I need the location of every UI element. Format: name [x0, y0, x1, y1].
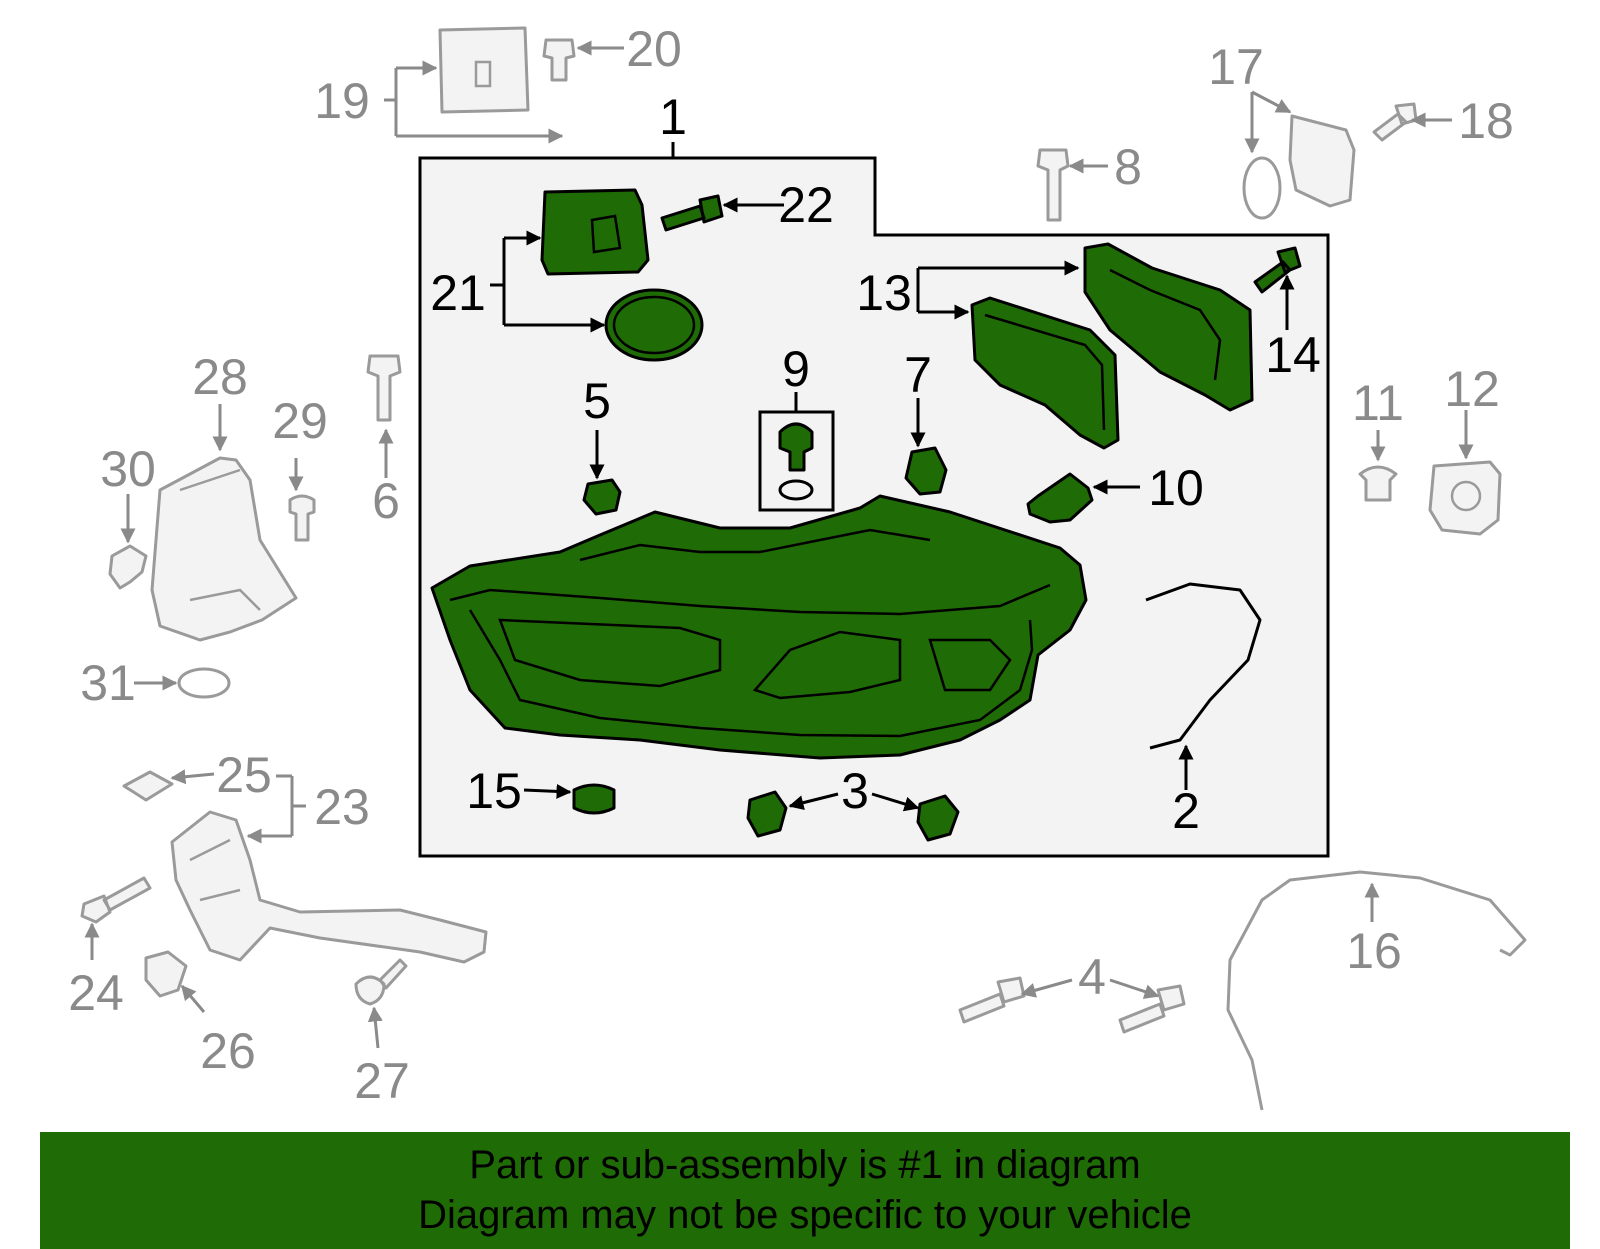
callout-27: 27 — [354, 1053, 410, 1109]
callout-26: 26 — [200, 1023, 256, 1079]
part-21-seal — [604, 288, 704, 362]
part-31-o-ring — [177, 667, 231, 699]
part-8-bolt — [1036, 148, 1070, 222]
callout-22: 22 — [778, 177, 834, 233]
callout-30: 30 — [100, 441, 156, 497]
part-7-socket — [904, 446, 948, 496]
part-2-strip — [1145, 582, 1262, 750]
part-12-retainer — [1428, 460, 1502, 536]
part-24-bolt — [80, 876, 152, 924]
callout-5: 5 — [583, 373, 611, 429]
callout-21: 21 — [430, 265, 486, 321]
callout-10: 10 — [1148, 460, 1204, 516]
callout-24: 24 — [68, 965, 124, 1021]
part-9-o-ring — [778, 479, 814, 501]
part-4-bolt-left — [958, 976, 1026, 1024]
callout-19: 19 — [314, 73, 370, 129]
part-5-socket — [582, 478, 622, 516]
part-17-seal — [1242, 156, 1282, 220]
callout-2: 2 — [1172, 783, 1200, 839]
part-29-clip — [288, 494, 316, 542]
part-28-bracket — [150, 456, 298, 642]
part-27-screw — [354, 958, 408, 1006]
part-25-clip — [122, 770, 174, 802]
part-9-bulb — [778, 422, 814, 472]
callout-6: 6 — [372, 473, 400, 529]
callout-7: 7 — [904, 347, 932, 403]
callout-11: 11 — [1352, 375, 1404, 431]
part-11-plug — [1358, 465, 1398, 502]
callout-12: 12 — [1444, 361, 1500, 417]
callout-29: 29 — [272, 393, 328, 449]
callout-15: 15 — [466, 763, 522, 819]
part-3-bracket-right — [916, 794, 960, 842]
callout-17: 17 — [1208, 39, 1264, 95]
callout-13: 13 — [856, 265, 912, 321]
part-22-screw — [660, 194, 724, 232]
callout-8: 8 — [1114, 139, 1142, 195]
callout-18: 18 — [1458, 93, 1514, 149]
part-13-cover — [1083, 242, 1254, 412]
part-30-clip — [108, 544, 148, 590]
part-26-clip — [144, 950, 188, 998]
part-16-hose — [1226, 870, 1527, 1111]
part-19-module — [438, 26, 530, 114]
callout-25: 25 — [216, 747, 272, 803]
callout-28: 28 — [192, 349, 248, 405]
callout-1: 1 — [659, 89, 687, 145]
notice-line-2: Diagram may not be specific to your vehi… — [418, 1193, 1192, 1237]
callout-23: 23 — [314, 779, 370, 835]
part-13-gasket — [970, 296, 1120, 450]
callout-31: 31 — [80, 655, 136, 711]
callout-20: 20 — [626, 21, 682, 77]
part-4-bolt-right — [1118, 984, 1186, 1034]
notice-banner: Part or sub-assembly is #1 in diagram Di… — [40, 1132, 1570, 1249]
part-21-cover — [540, 188, 650, 276]
part-10-bulb — [1026, 472, 1094, 524]
part-14-screw — [1253, 246, 1302, 294]
part-15-cap — [572, 783, 616, 815]
part-17-bracket — [1288, 114, 1356, 208]
part-18-screw — [1372, 102, 1418, 142]
headlamp-assembly — [430, 494, 1088, 760]
callout-3: 3 — [841, 763, 869, 819]
part-3-bracket-left — [746, 790, 788, 838]
part-6-bolt — [366, 354, 402, 422]
part-20-screw — [542, 38, 576, 82]
callout-9: 9 — [782, 341, 810, 397]
part-23-bracket — [170, 810, 488, 964]
callout-14: 14 — [1265, 327, 1321, 383]
notice-line-1: Part or sub-assembly is #1 in diagram — [469, 1143, 1141, 1187]
callout-4: 4 — [1078, 949, 1106, 1005]
callout-16: 16 — [1346, 923, 1402, 979]
